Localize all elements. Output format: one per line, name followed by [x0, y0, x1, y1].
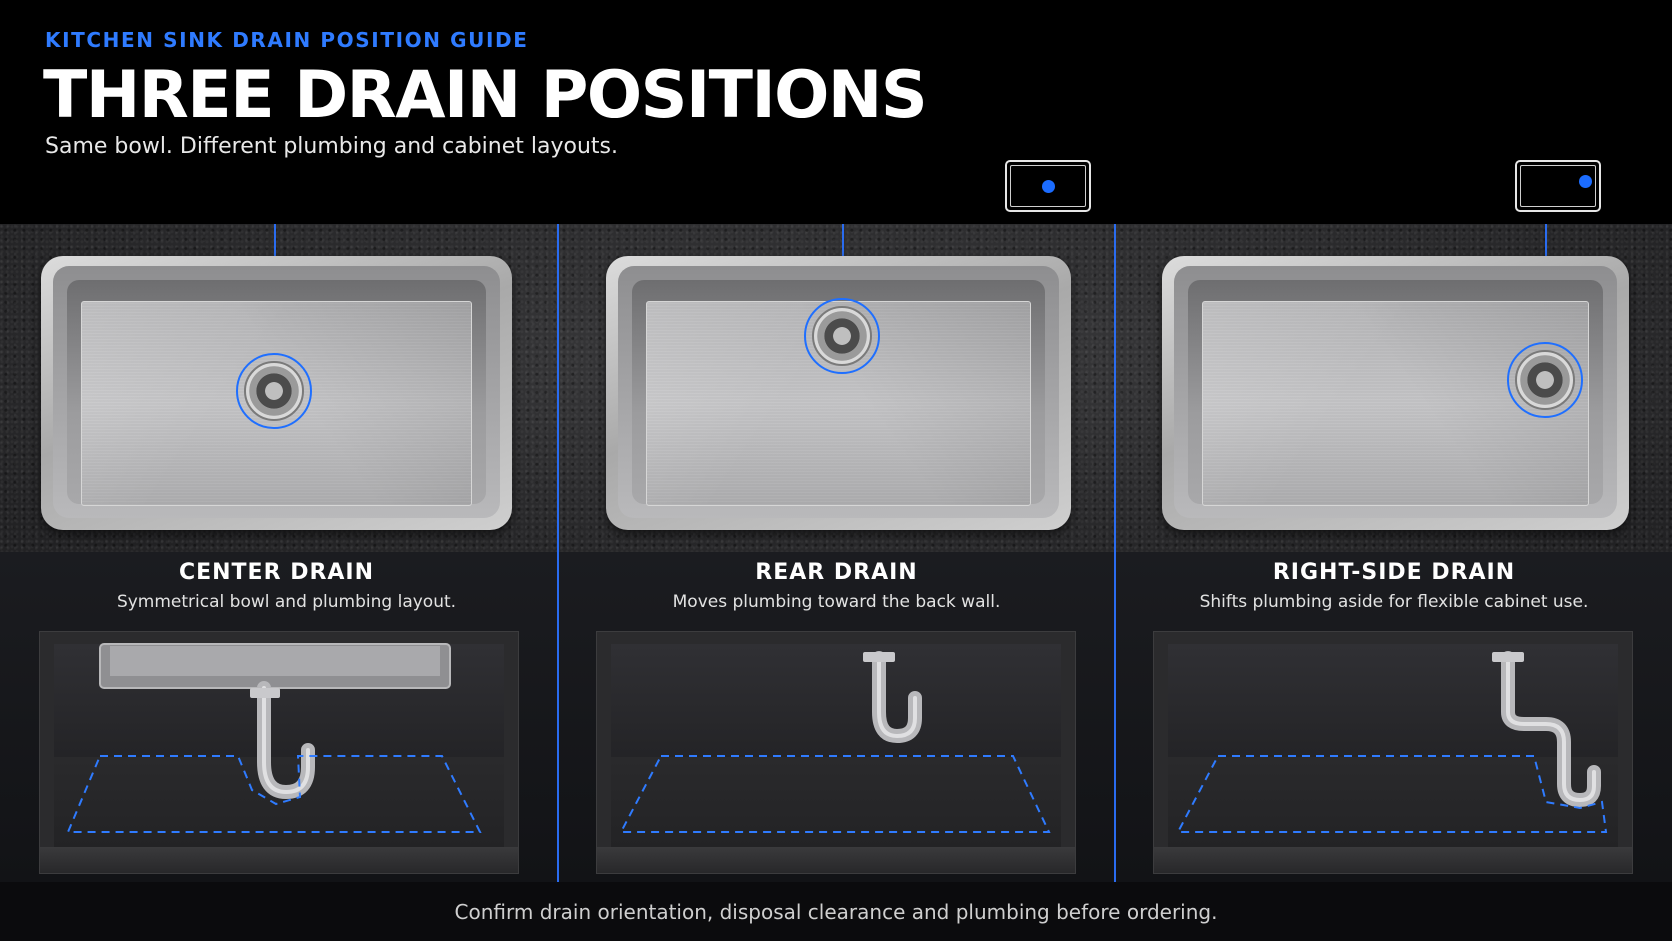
- panel-description: Moves plumbing toward the back wall.: [672, 592, 1001, 612]
- plumbing-diagram: [66, 643, 482, 833]
- panel-divider: [1114, 224, 1116, 882]
- footer-band: [0, 882, 1672, 941]
- panel-center-drain: CENTER DRAIN Symmetrical bowl and plumbi…: [0, 0, 557, 941]
- page-title: THREE DRAIN POSITIONS: [43, 58, 928, 133]
- drain-strainer-icon: [244, 361, 304, 421]
- panel-rear-drain: REAR DRAIN Moves plumbing toward the bac…: [559, 0, 1114, 941]
- panel-title: REAR DRAIN: [755, 560, 918, 585]
- panel-description: Symmetrical bowl and plumbing layout.: [116, 592, 457, 612]
- plumbing-diagram: [1176, 651, 1608, 833]
- footer-note: Confirm drain orientation, disposal clea…: [454, 900, 1218, 924]
- drain-dot-icon: [1042, 180, 1055, 193]
- panel-title: RIGHT-SIDE DRAIN: [1272, 560, 1516, 585]
- under-sink-cabinet: [39, 631, 519, 874]
- panel-description: Shifts plumbing aside for flexible cabin…: [1199, 592, 1589, 612]
- plumbing-diagram: [619, 651, 1051, 833]
- drain-highlight-ring: [236, 353, 312, 429]
- sink-bowl: [1162, 256, 1629, 530]
- drain-strainer-icon: [812, 306, 872, 366]
- drain-dot-icon: [1579, 175, 1592, 188]
- drain-strainer-icon: [1515, 350, 1575, 410]
- under-sink-cabinet: [596, 631, 1076, 874]
- under-sink-cabinet: [1153, 631, 1633, 874]
- rear-drain-locator-icon: [1005, 160, 1091, 212]
- panel-title: CENTER DRAIN: [178, 560, 375, 585]
- eyebrow-label: KITCHEN SINK DRAIN POSITION GUIDE: [45, 28, 529, 52]
- drain-highlight-ring: [804, 298, 880, 374]
- drain-highlight-ring: [1507, 342, 1583, 418]
- page-subtitle: Same bowl. Different plumbing and cabine…: [45, 134, 618, 159]
- panel-right-side-drain: RIGHT-SIDE DRAIN Shifts plumbing aside f…: [1116, 0, 1672, 941]
- sink-bowl: [41, 256, 512, 530]
- panel-divider: [557, 224, 559, 882]
- right-drain-locator-icon: [1515, 160, 1601, 212]
- sink-bowl: [606, 256, 1071, 530]
